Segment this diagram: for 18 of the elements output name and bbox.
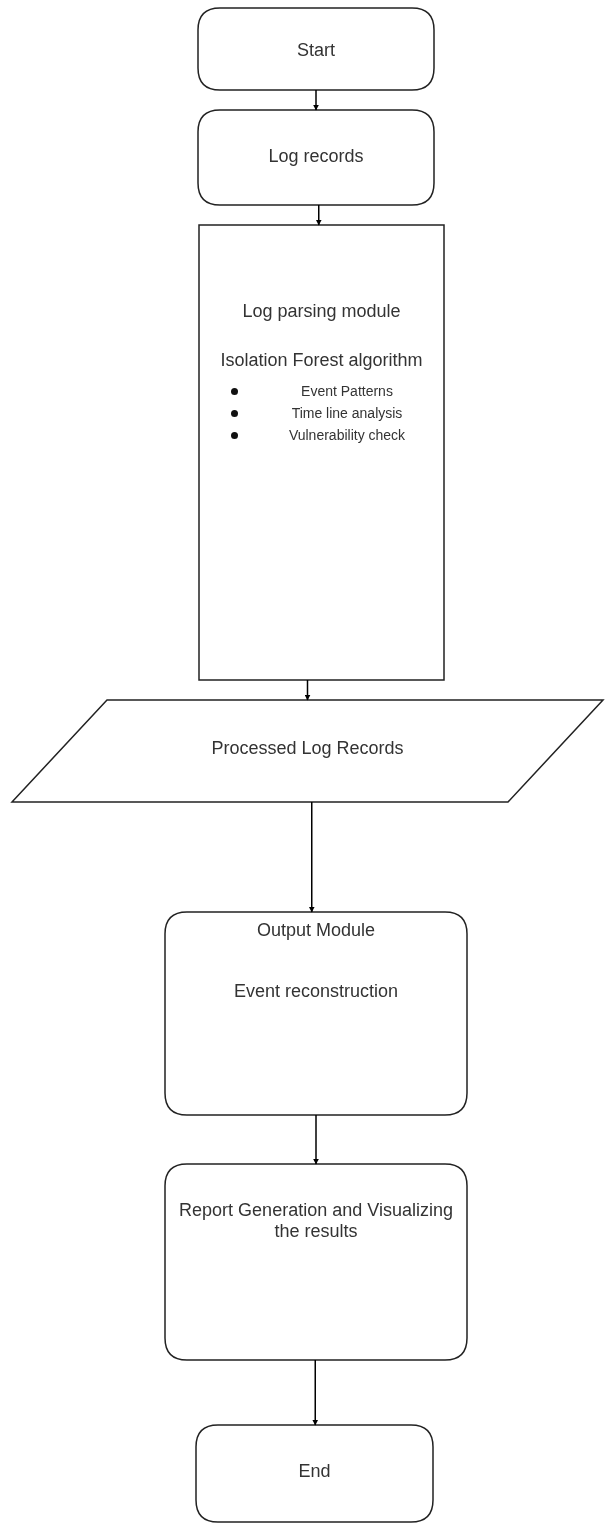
node-title: Log records — [268, 146, 364, 167]
node-title: Log parsing module — [242, 301, 401, 322]
arrow — [313, 89, 319, 111]
arrow — [304, 679, 311, 701]
arrow — [312, 1359, 319, 1426]
list-item: Time line analysis — [290, 405, 404, 421]
node-title: End — [298, 1461, 331, 1482]
arrow — [315, 204, 322, 226]
list-item: Event Patterns — [300, 383, 394, 399]
node-text: Isolation Forest algorithm — [220, 350, 423, 371]
node-title: Processed Log Records — [211, 738, 404, 759]
node-title: Report Generation and Visualizing the results — [178, 1200, 454, 1242]
list-item: Vulnerability check — [287, 427, 407, 443]
arrow — [308, 801, 315, 913]
node-title: Output Module — [256, 920, 376, 941]
arrow — [313, 1114, 319, 1165]
node-title: Start — [297, 40, 335, 61]
node-text: Event reconstruction — [233, 981, 399, 1002]
